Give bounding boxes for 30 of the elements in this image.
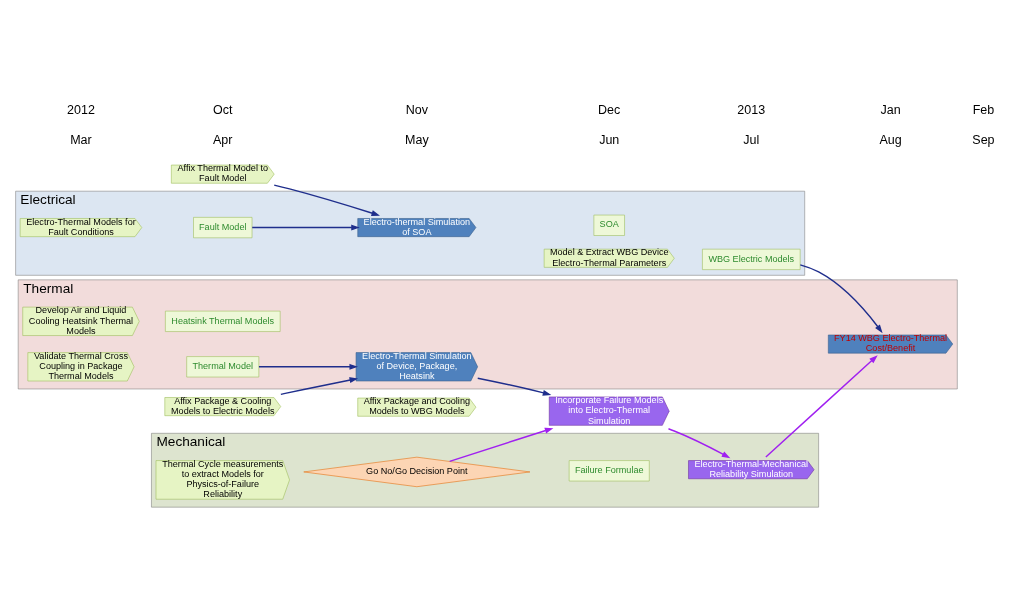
label: Jul (743, 133, 760, 148)
arrow (273, 184, 380, 216)
arrow (477, 377, 552, 396)
label: Mar (70, 133, 92, 148)
node-box: Heatsink Thermal Models (165, 310, 281, 332)
node-box: Failure Formulae (568, 460, 650, 482)
node-box: Thermal Model (186, 356, 260, 378)
arrow (667, 428, 731, 459)
arrow (799, 264, 883, 334)
label: Jun (599, 133, 620, 148)
arrow (448, 427, 554, 463)
label: Jan (880, 102, 901, 117)
label: Sep (972, 133, 995, 148)
arrow (280, 377, 359, 396)
node-box: SOA (593, 214, 625, 236)
node-box: Fault Model (193, 217, 253, 239)
arrow (251, 224, 360, 231)
arrow (765, 355, 878, 458)
label: 2012 (67, 102, 95, 117)
label: Apr (213, 133, 233, 148)
label: Aug (879, 133, 902, 148)
label: Nov (405, 102, 428, 117)
label: 2013 (737, 102, 766, 117)
label: Feb (972, 102, 995, 117)
node-diamond: Go No/Go Decision Point (303, 456, 531, 487)
label: Dec (598, 102, 621, 117)
arrow (258, 363, 358, 370)
label: Oct (213, 102, 233, 117)
label: May (405, 133, 429, 148)
node-box: WBG Electric Models (702, 248, 801, 270)
